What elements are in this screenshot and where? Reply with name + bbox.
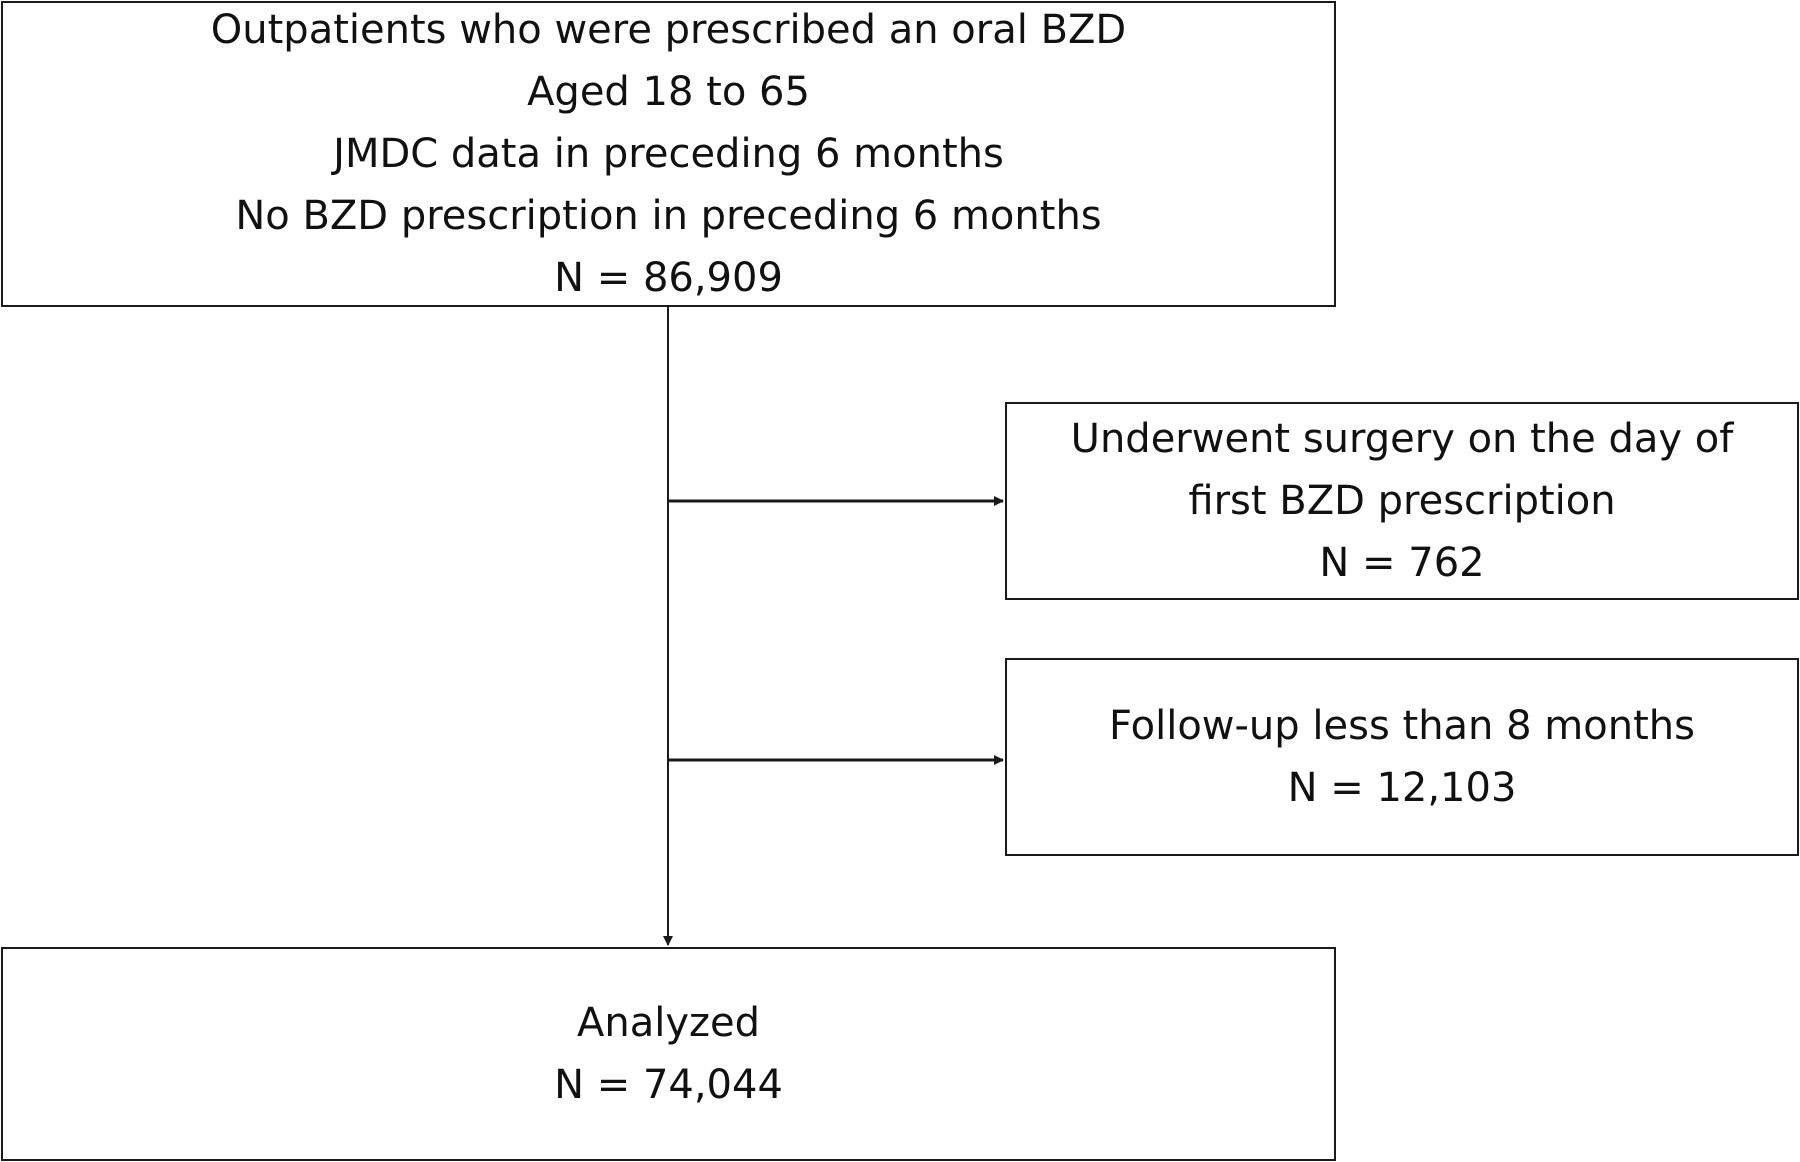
initial-cohort-box: Outpatients who were prescribed an oral … — [1, 1, 1336, 307]
analyzed-label: Analyzed — [576, 1000, 760, 1046]
exclusion-followup-label: Follow-up less than 8 months — [1109, 703, 1695, 749]
exclusion-followup-count: N = 12,103 — [1287, 765, 1517, 811]
exclusion-box-followup: Follow-up less than 8 months N = 12,103 — [1005, 658, 1799, 856]
initial-cohort-criterion-age: Aged 18 to 65 — [527, 69, 810, 115]
initial-cohort-criterion-no-prior-bzd: No BZD prescription in preceding 6 month… — [235, 193, 1102, 239]
exclusion-surgery-label-line-1: Underwent surgery on the day of — [1070, 416, 1734, 462]
initial-cohort-count: N = 86,909 — [554, 255, 783, 301]
exclusion-surgery-label-line-2: first BZD prescription — [1188, 478, 1616, 524]
exclusion-box-surgery: Underwent surgery on the day of first BZ… — [1005, 402, 1799, 600]
analyzed-count: N = 74,044 — [554, 1062, 783, 1108]
exclusion-surgery-count: N = 762 — [1319, 540, 1485, 586]
analyzed-cohort-box: Analyzed N = 74,044 — [1, 947, 1336, 1161]
initial-cohort-criterion-outpatients: Outpatients who were prescribed an oral … — [210, 7, 1127, 53]
initial-cohort-criterion-jmdc-data: JMDC data in preceding 6 months — [333, 131, 1004, 177]
